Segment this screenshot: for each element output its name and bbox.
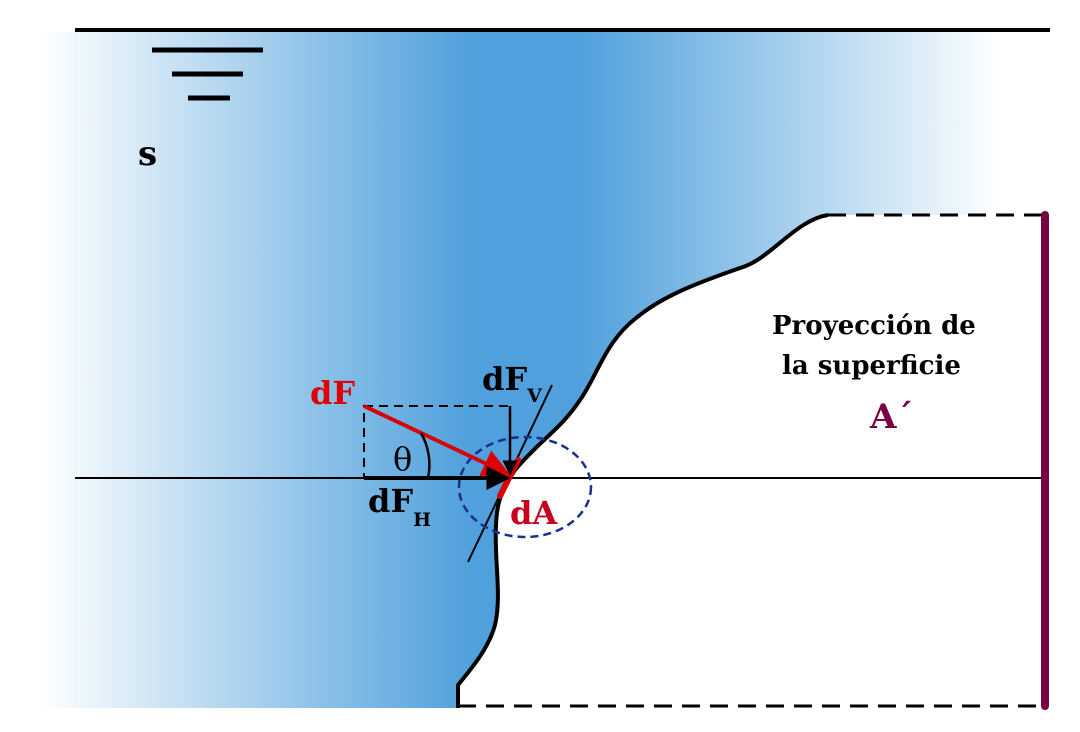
da-highlight-circle (457, 435, 593, 539)
free-surface-symbol (152, 47, 263, 101)
projection-label-line2: la superficie (782, 351, 961, 381)
curved-surface (456, 213, 829, 708)
label-dfh: dFH (368, 482, 431, 531)
label-dfv: dFV (482, 360, 543, 407)
df-vector-arrow (363, 404, 511, 476)
water-region (40, 32, 1000, 708)
projection-label-line1: Proyección de (772, 311, 976, 341)
label-da: dA (510, 494, 558, 532)
label-theta: θ (393, 440, 412, 478)
label-dfv-subscript: V (526, 385, 543, 407)
label-a-prime: A´ (869, 397, 913, 437)
label-s: s (138, 134, 157, 174)
label-df: dF (310, 374, 355, 412)
label-dfh-subscript: H (413, 509, 431, 531)
theta-angle-arc (419, 432, 431, 479)
